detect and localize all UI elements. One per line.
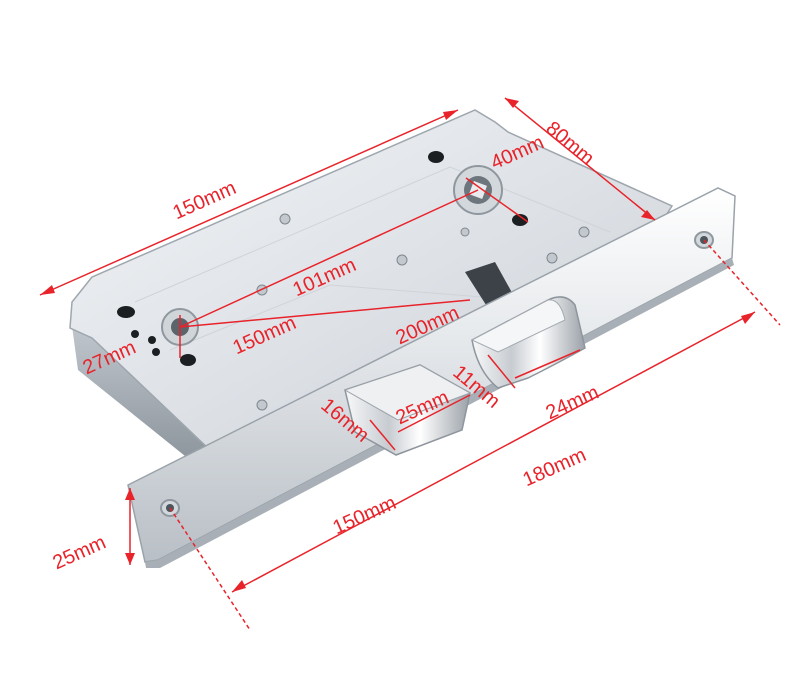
case-hole-small: [131, 330, 139, 338]
screw-icon: [578, 226, 590, 238]
case-seam-lower: [169, 284, 521, 351]
case-hole: [428, 151, 444, 163]
case-hole-small: [152, 348, 160, 356]
screw-icon: [546, 252, 558, 264]
latch-bolt-bevel: [470, 299, 566, 353]
case-hole-small: [148, 336, 156, 344]
case-seam-upper: [134, 166, 611, 303]
screw-icon: [396, 254, 408, 266]
deadbolt-top: [343, 364, 472, 421]
case-hole: [180, 354, 196, 366]
screw-icon: [279, 213, 291, 225]
case-hole: [512, 214, 528, 226]
case-hole: [117, 306, 135, 318]
dimension-lines: [39, 97, 781, 631]
screw-icon: [460, 227, 470, 237]
screw-icon: [256, 399, 268, 411]
